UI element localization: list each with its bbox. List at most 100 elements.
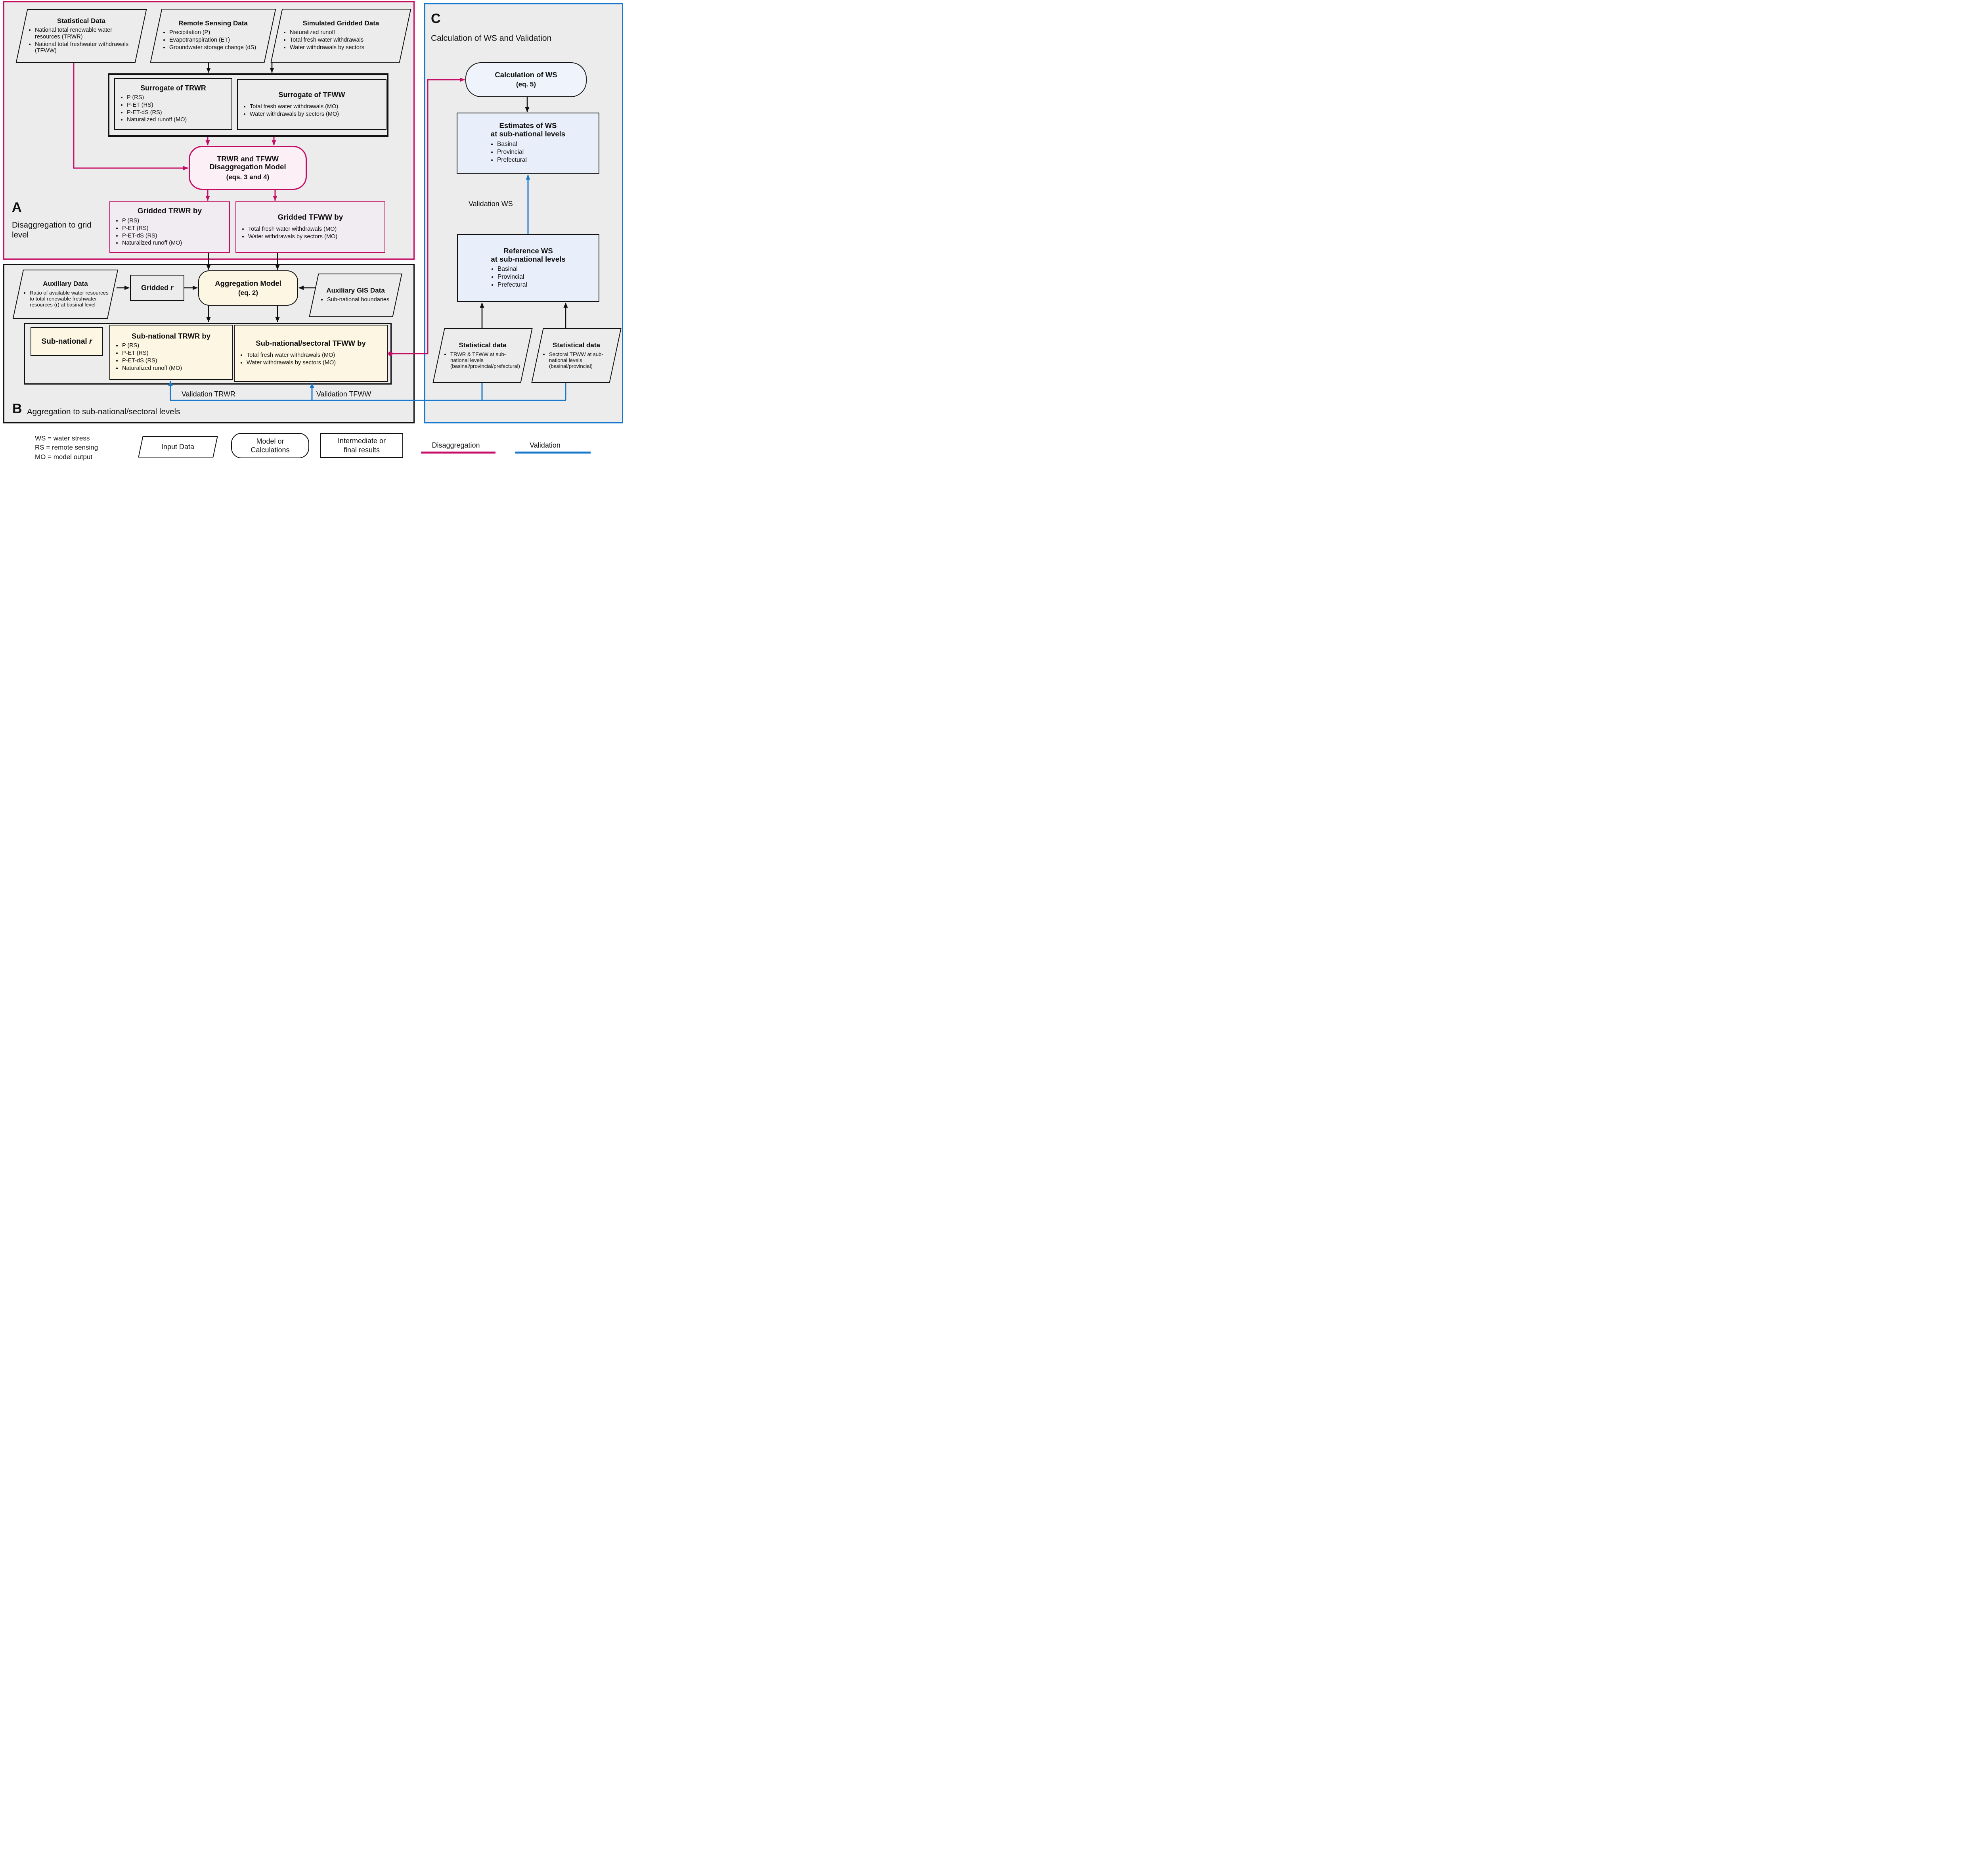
node-title: Statistical data <box>553 341 600 349</box>
bullet-item: P-ET (RS) <box>122 350 229 357</box>
bullet-list: BasinalProvincialPrefectural <box>461 265 595 289</box>
panel-b-caption: Aggregation to sub-national/sectoral lev… <box>27 407 180 416</box>
bullet-list: Total fresh water withdrawals (MO)Water … <box>239 225 381 241</box>
bullet-list: Precipitation (P)Evapotranspiration (ET)… <box>161 29 266 52</box>
bullet-item: Naturalized runoff (MO) <box>127 117 228 123</box>
bullet-item: Total fresh water withdrawals (MO) <box>247 352 384 359</box>
node-title: Surrogate of TFWW <box>278 91 345 99</box>
node-title: TRWR and TFWW Disaggregation Model <box>209 154 286 171</box>
calculation-ws-node: Calculation of WS (eq. 5) <box>465 62 587 97</box>
bullet-item: Total fresh water withdrawals <box>290 37 401 44</box>
bullet-item: Prefectural <box>497 281 595 289</box>
statistical-data-sectoral-parallelogram: Statistical data Sectoral TFWW at sub-na… <box>531 328 622 383</box>
bullet-item: P-ET-dS (RS) <box>122 233 226 239</box>
node-title: Sub-national TRWR by <box>131 331 211 340</box>
validation-tfww-label: Validation TFWW <box>316 390 371 398</box>
bullet-list: P (RS)P-ET (RS)P-ET-dS (RS)Naturalized r… <box>113 342 229 372</box>
aggregation-model-node: Aggregation Model (eq. 2) <box>198 270 298 306</box>
node-subtitle: (eqs. 3 and 4) <box>226 173 270 181</box>
bullet-item: Basinal <box>497 266 595 273</box>
bullet-list: Sub-national boundaries <box>318 296 393 304</box>
node-subtitle: at sub-national levels <box>491 255 566 263</box>
bullet-item: Water withdrawals by sectors (MO) <box>248 234 381 240</box>
bullet-item: Water withdrawals by sectors <box>290 44 401 51</box>
auxiliary-data-parallelogram: Auxiliary Data Ratio of available water … <box>12 270 119 319</box>
bullet-item: Naturalized runoff (MO) <box>122 240 226 247</box>
bullet-list: P (RS)P-ET (RS)P-ET-dS (RS)Naturalized r… <box>113 217 226 247</box>
bullet-item: Provincial <box>497 274 595 281</box>
panel-c-label: C <box>431 11 441 26</box>
abbr-rs: RS = remote sensing <box>35 444 98 452</box>
bullet-list: Total fresh water withdrawals (MO)Water … <box>241 103 383 119</box>
node-title: Calculation of WS <box>495 71 557 79</box>
node-title: Auxiliary Data <box>43 279 88 287</box>
legend-validation-line <box>515 452 591 454</box>
bullet-item: P-ET-dS (RS) <box>127 109 228 116</box>
gridded-r-box: Gridded r <box>130 275 184 301</box>
node-title: Gridded TRWR by <box>137 207 202 215</box>
bullet-list: Naturalized runoffTotal fresh water with… <box>281 29 401 52</box>
bullet-item: Naturalized runoff (MO) <box>122 365 229 372</box>
subnational-trwr-box: Sub-national TRWR by P (RS)P-ET (RS)P-ET… <box>109 325 233 380</box>
node-title: Sub-national r <box>34 337 99 346</box>
bullet-item: P (RS) <box>127 94 228 101</box>
bullet-item: National total freshwater withdrawals (T… <box>35 41 136 55</box>
label-prefix: Sub-national <box>41 337 87 346</box>
bullet-list: Sectoral TFWW at sub-national levels (ba… <box>540 350 612 370</box>
bullet-list: P (RS)P-ET (RS)P-ET-dS (RS)Naturalized r… <box>118 94 228 124</box>
panel-c-caption: Calculation of WS and Validation <box>431 34 552 43</box>
legend-disaggregation-line <box>421 452 495 454</box>
legend-validation-label: Validation <box>530 441 561 449</box>
subnational-sectoral-tfww-box: Sub-national/sectoral TFWW by Total fres… <box>234 325 388 382</box>
validation-ws-label: Validation WS <box>469 200 513 208</box>
node-subtitle: (eq. 5) <box>516 80 536 88</box>
legend-input-data-shape: Input Data <box>138 436 218 458</box>
bullet-list: Ratio of available water resources to to… <box>21 289 110 308</box>
node-subtitle: (eq. 2) <box>238 289 258 297</box>
node-title: Simulated Gridded Data <box>302 19 379 27</box>
bullet-list: TRWR & TFWW at sub-national levels (basi… <box>442 350 524 370</box>
validation-trwr-label: Validation TRWR <box>182 390 236 398</box>
bullet-item: Water withdrawals by sectors (MO) <box>247 360 384 366</box>
node-title: Statistical data <box>459 341 507 349</box>
bullet-list: Total fresh water withdrawals (MO)Water … <box>238 351 384 367</box>
gridded-trwr-box: Gridded TRWR by P (RS)P-ET (RS)P-ET-dS (… <box>109 201 230 253</box>
subnational-r-box: Sub-national r <box>31 327 103 356</box>
node-title: Remote Sensing Data <box>178 19 248 27</box>
legend-disaggregation-label: Disaggregation <box>432 441 480 449</box>
bullet-item: Total fresh water withdrawals (MO) <box>250 103 383 110</box>
label-variable: r <box>89 337 92 346</box>
node-title: Gridded TFWW by <box>277 213 343 222</box>
legend-result-shape: Intermediate or final results <box>320 433 403 458</box>
surrogate-tfww-box: Surrogate of TFWW Total fresh water with… <box>237 79 386 130</box>
statistical-data-subnational-parallelogram: Statistical data TRWR & TFWW at sub-nati… <box>432 328 533 383</box>
node-title: Statistical Data <box>57 17 105 25</box>
legend-model-label: Model or Calculations <box>251 437 290 454</box>
bullet-item: P-ET (RS) <box>122 225 226 232</box>
bullet-item: Evapotranspiration (ET) <box>169 37 266 44</box>
statistical-data-parallelogram: Statistical Data National total renewabl… <box>15 9 147 63</box>
node-subtitle: at sub-national levels <box>490 130 566 138</box>
remote-sensing-data-parallelogram: Remote Sensing Data Precipitation (P)Eva… <box>150 9 276 63</box>
bullet-item: Precipitation (P) <box>169 29 266 36</box>
bullet-item: Naturalized runoff <box>290 29 401 36</box>
panel-a-caption: Disaggregation to grid level <box>12 220 92 239</box>
abbr-ws: WS = water stress <box>35 435 90 442</box>
bullet-item: P (RS) <box>122 218 226 224</box>
panel-b-label: B <box>12 401 22 416</box>
bullet-list: National total renewable water resources… <box>26 26 136 55</box>
legend-result-label: Intermediate or final results <box>337 437 386 454</box>
bullet-item: Sub-national boundaries <box>327 297 393 303</box>
bullet-item: Ratio of available water resources to to… <box>30 290 110 308</box>
node-title: Estimates of WS <box>499 121 557 130</box>
gridded-tfww-box: Gridded TFWW by Total fresh water withdr… <box>235 201 385 253</box>
bullet-item: Basinal <box>497 141 595 148</box>
bullet-item: Total fresh water withdrawals (MO) <box>248 226 381 233</box>
bullet-item: TRWR & TFWW at sub-national levels (basi… <box>450 351 524 369</box>
figure-canvas: { "colors": { "disaggregation_accent": "… <box>0 0 626 469</box>
bullet-item: National total renewable water resources… <box>35 27 136 40</box>
label-prefix: Gridded <box>141 283 168 292</box>
legend-abbreviations: WS = water stress RS = remote sensing MO… <box>35 434 98 461</box>
node-title: Gridded r <box>134 284 180 292</box>
legend-input-data-label: Input Data <box>161 442 195 451</box>
